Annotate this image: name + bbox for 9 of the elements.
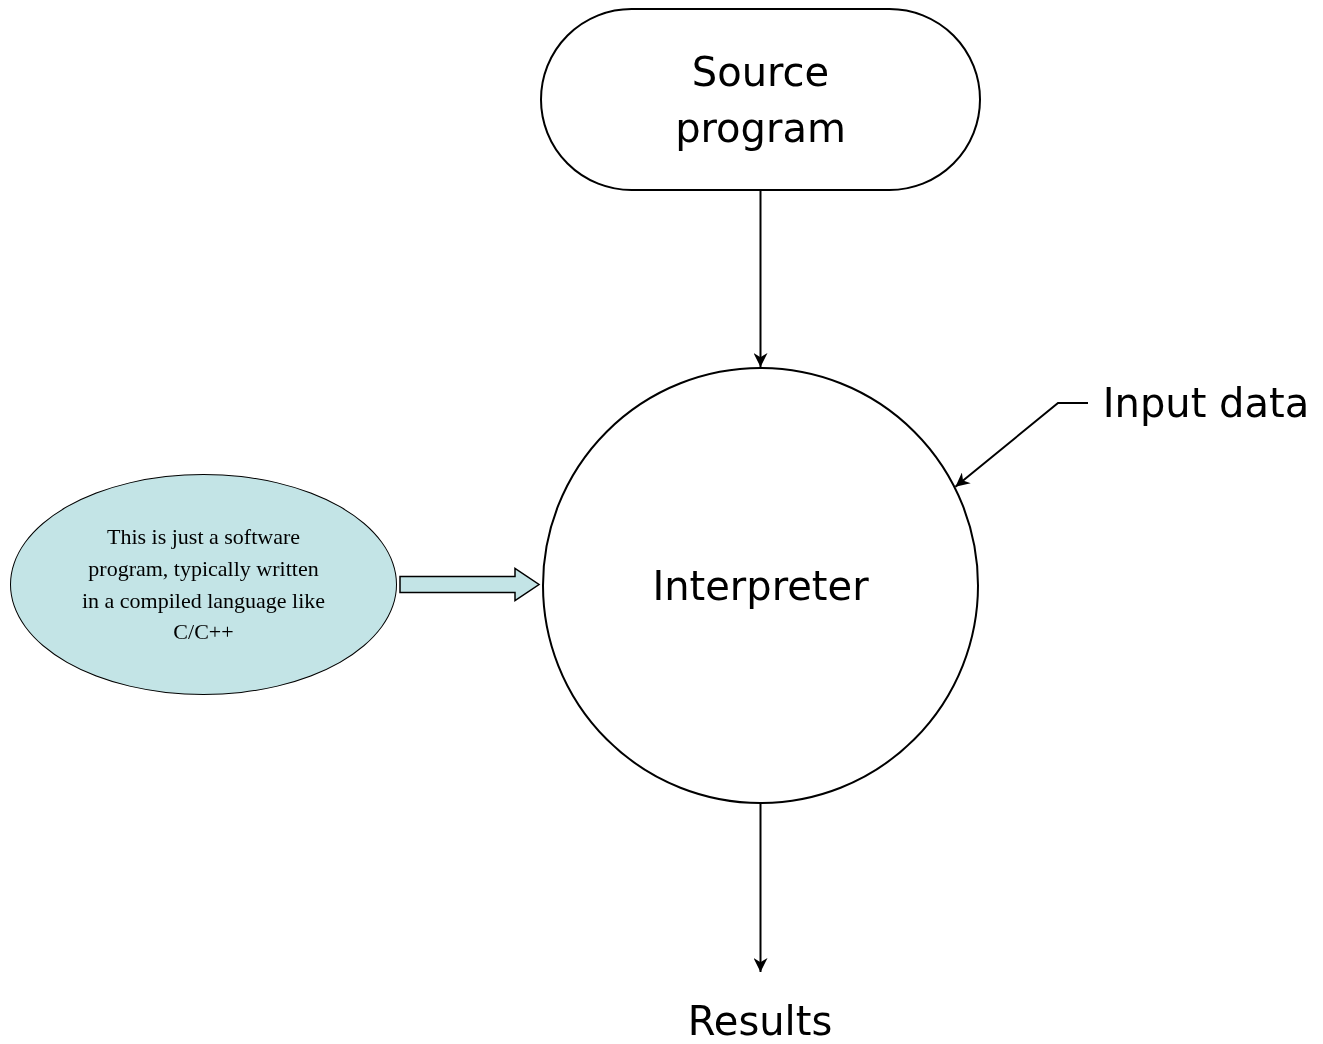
arrow: [954, 402, 1089, 488]
input-label: Input data: [1101, 379, 1311, 427]
node-text: Interpreter: [651, 561, 870, 610]
node-text: Source program: [674, 47, 847, 153]
arrow: [753, 803, 768, 973]
output-label: Results: [686, 999, 834, 1043]
block-arrow: [399, 567, 541, 602]
arrow: [753, 190, 768, 368]
node-text: This is just a software program, typically written in a compiled language like C/C++: [80, 522, 327, 647]
